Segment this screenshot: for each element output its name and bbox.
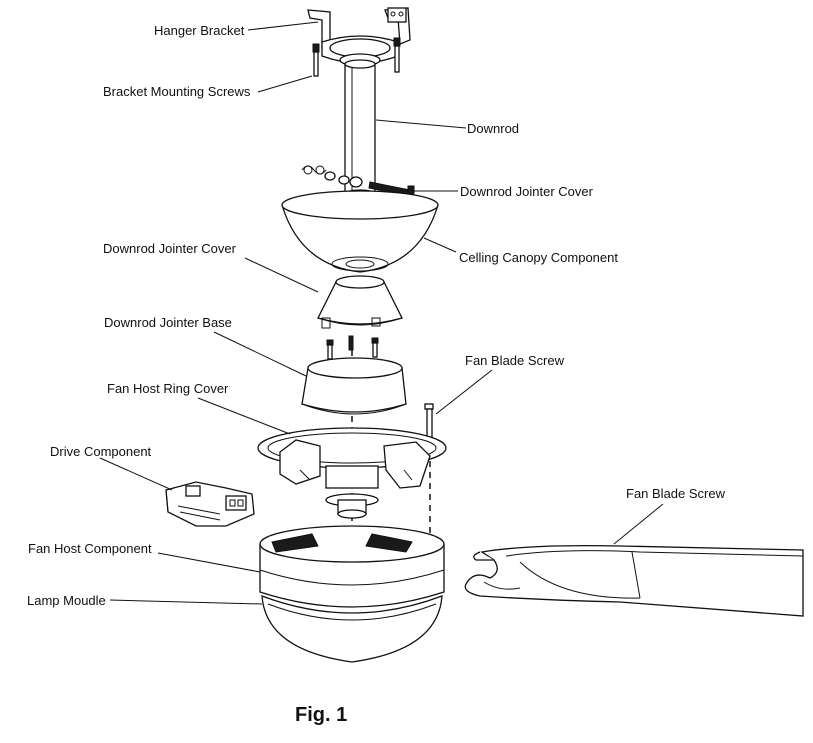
fan-host-component-part xyxy=(259,525,445,608)
lamp-module-part xyxy=(261,595,443,663)
downrod-jointer-cover-part xyxy=(317,275,403,329)
leader-lines xyxy=(99,21,664,605)
fan-blade-part xyxy=(464,544,804,617)
label-celling-canopy-component: Celling Canopy Component xyxy=(459,250,618,265)
fan-blade-screw-part xyxy=(424,403,434,440)
label-downrod-jointer-base: Downrod Jointer Base xyxy=(104,315,232,330)
label-drive-component: Drive Component xyxy=(50,444,152,459)
fan-host-ring-cover-part xyxy=(257,427,447,519)
label-fan-blade-screw-upper: Fan Blade Screw xyxy=(465,353,565,368)
label-lamp-moudle: Lamp Moudle xyxy=(27,593,106,608)
downrod-jointer-base-part xyxy=(301,357,407,415)
label-hanger-bracket: Hanger Bracket xyxy=(154,23,245,38)
downrod-part xyxy=(344,59,376,199)
ceiling-canopy-part xyxy=(281,190,439,273)
label-fan-host-ring-cover: Fan Host Ring Cover xyxy=(107,381,229,396)
drive-component-part xyxy=(165,481,255,527)
label-fan-host-component: Fan Host Component xyxy=(28,541,152,556)
label-downrod-jointer-cover-left: Downrod Jointer Cover xyxy=(103,241,237,256)
label-bracket-mounting-screws: Bracket Mounting Screws xyxy=(103,84,251,99)
label-downrod: Downrod xyxy=(467,121,519,136)
bracket-mounting-screws-part xyxy=(312,37,401,77)
label-downrod-jointer-cover-right: Downrod Jointer Cover xyxy=(460,184,594,199)
figure-caption: Fig. 1 xyxy=(295,704,347,726)
label-fan-blade-screw-lower: Fan Blade Screw xyxy=(626,486,726,501)
hanger-bracket-part xyxy=(307,7,411,67)
